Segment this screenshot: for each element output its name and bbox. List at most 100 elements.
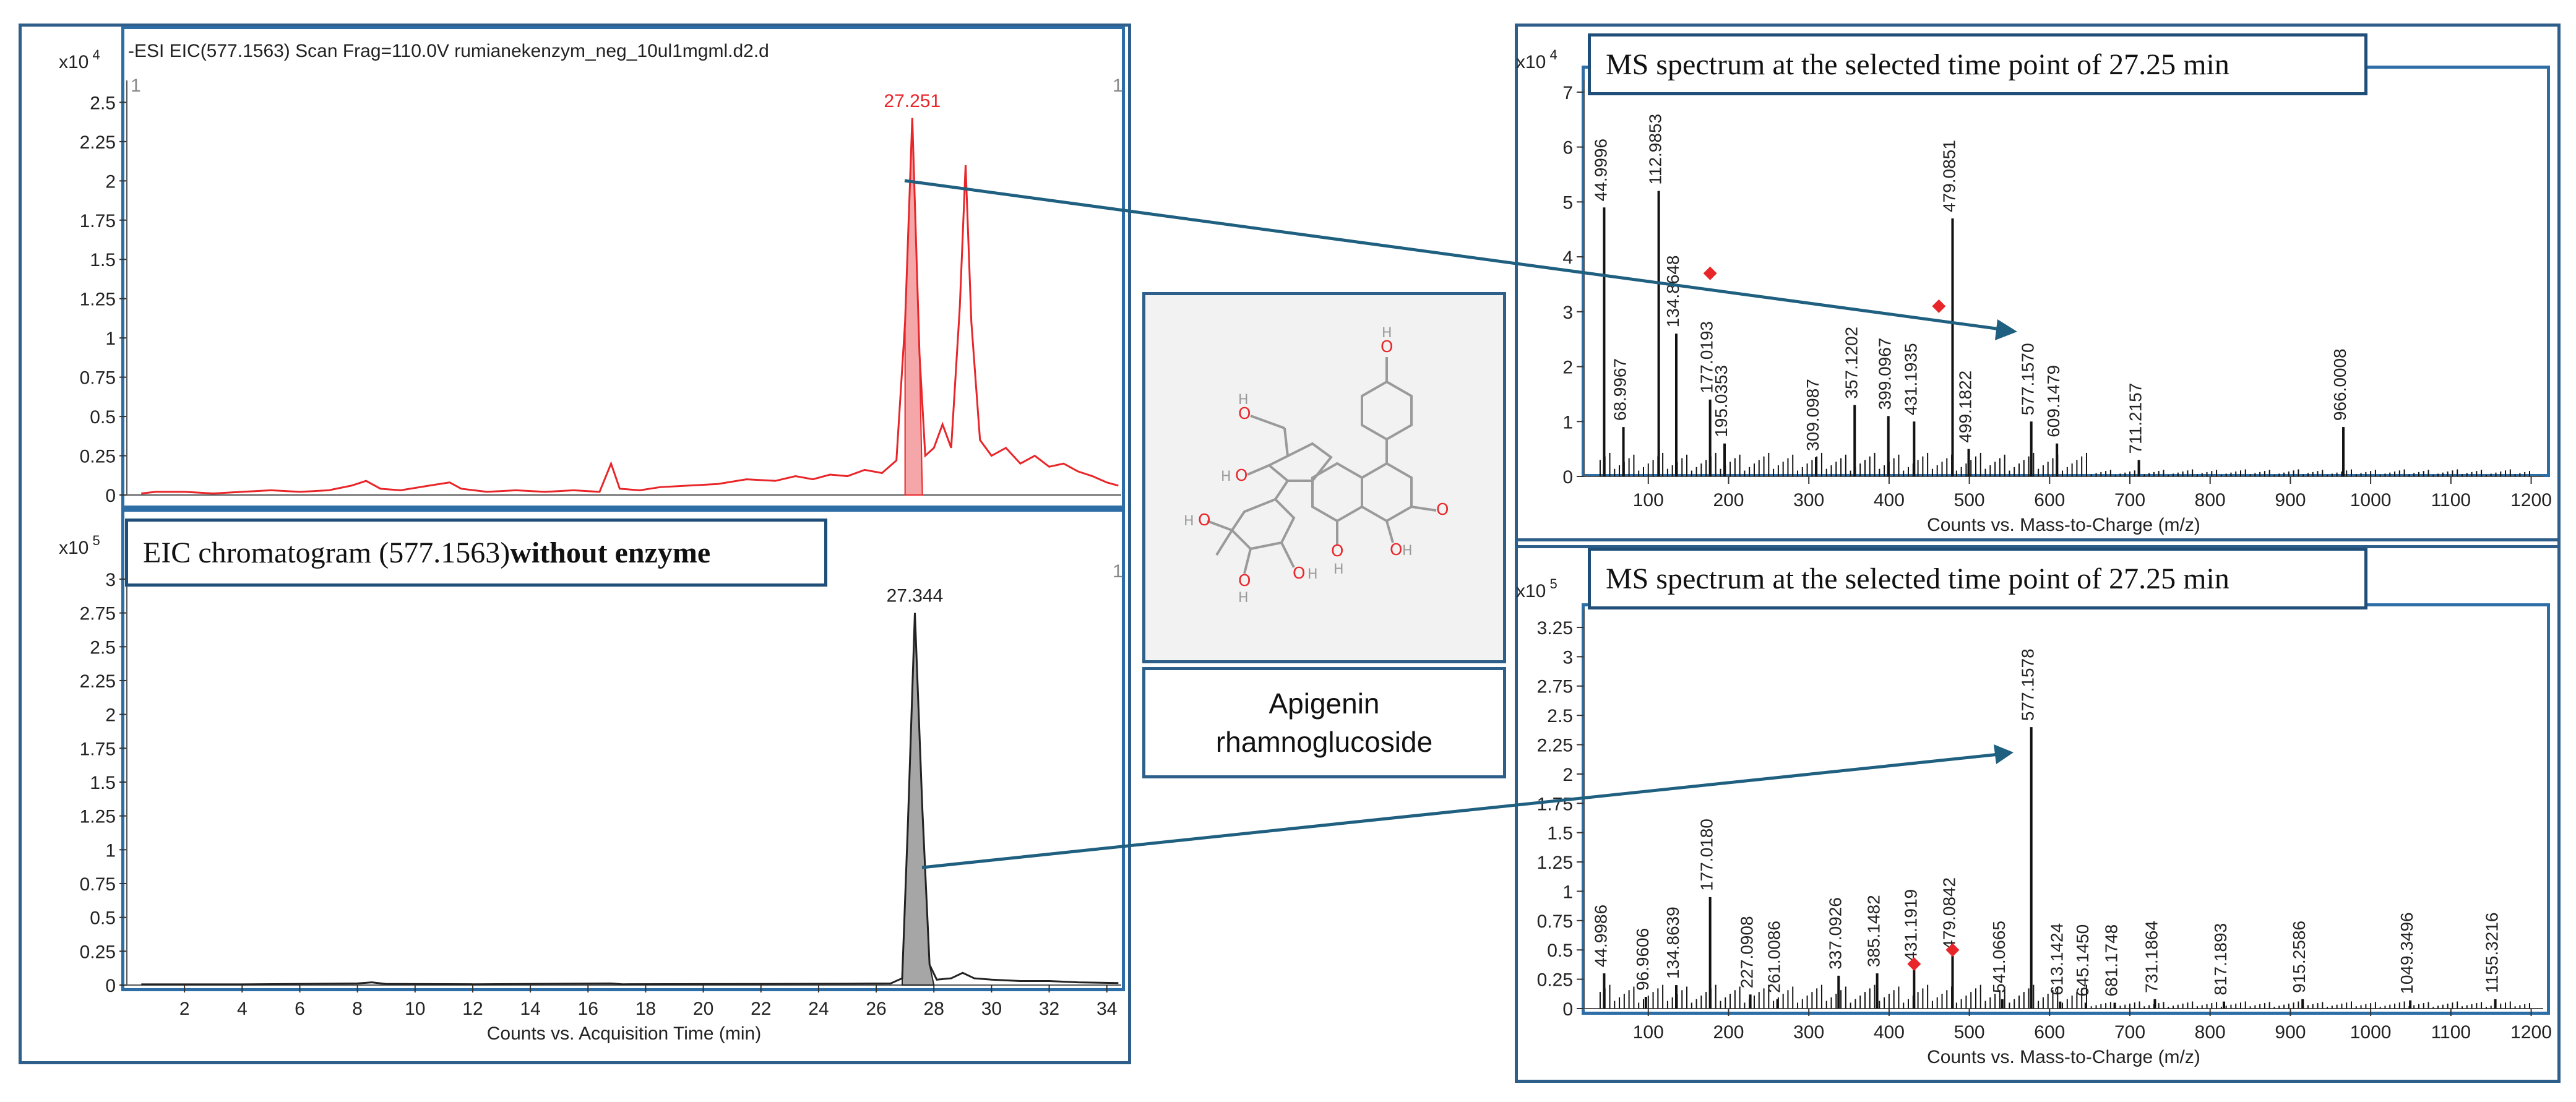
eic-control-title-bold: without enzyme bbox=[510, 536, 711, 569]
ms_with_enzyme-peak-label: 195.0353 bbox=[1712, 365, 1731, 437]
compound-name-line2: rhamnoglucoside bbox=[1215, 726, 1433, 758]
ms-enzyme-title: MS spectrum at the selected time point o… bbox=[1588, 33, 2367, 95]
svg-text:H: H bbox=[1184, 514, 1194, 529]
eic_with_enzyme-ytick-label: 0.5 bbox=[90, 407, 116, 428]
ms_without_enzyme-peak-label: 645.1450 bbox=[2073, 924, 2092, 997]
eic_with_enzyme-ytick-label: 1.25 bbox=[80, 290, 116, 310]
eic_without_enzyme-xtick-label: 26 bbox=[866, 999, 886, 1019]
eic_without_enzyme-xtick-label: 6 bbox=[295, 999, 305, 1019]
eic-control-title: EIC chromatogram (577.1563) without enzy… bbox=[125, 519, 827, 587]
ms_without_enzyme-xtick-label: 600 bbox=[2034, 1022, 2065, 1043]
ms_without_enzyme-peak-label: 479.0842 bbox=[1939, 877, 1958, 950]
ms_without_enzyme-xtick-label: 1200 bbox=[2510, 1022, 2552, 1043]
svg-text:O: O bbox=[1293, 564, 1305, 583]
eic_without_enzyme-shaded-peak bbox=[901, 613, 935, 986]
eic_with_enzyme-header: -ESI EIC(577.1563) Scan Frag=110.0V rumi… bbox=[128, 41, 769, 61]
ms_without_enzyme-peak-label: 1049.3496 bbox=[2397, 912, 2416, 994]
ms_without_enzyme-ytick-label: 0.75 bbox=[1537, 911, 1573, 932]
ms_with_enzyme-xtick-label: 400 bbox=[1874, 490, 1905, 510]
ms_with_enzyme-peak-label: 966.0008 bbox=[2330, 348, 2350, 421]
ms_with_enzyme-peak-label: 309.0987 bbox=[1803, 379, 1822, 451]
eic_without_enzyme-peak-label: 27.344 bbox=[887, 586, 944, 606]
svg-text:H: H bbox=[1333, 562, 1344, 577]
svg-text:O: O bbox=[1331, 542, 1343, 561]
ms_with_enzyme-peak-label: 68.9967 bbox=[1611, 358, 1630, 421]
eic_without_enzyme-xtick-label: 22 bbox=[751, 999, 771, 1019]
eic_without_enzyme-ytick-label: 2 bbox=[105, 705, 116, 726]
svg-text:H: H bbox=[1402, 543, 1413, 559]
ms_with_enzyme-peak-label: 499.1822 bbox=[1956, 371, 1975, 443]
ms_without_enzyme-ytick-label: 1.75 bbox=[1537, 794, 1573, 814]
compound-name-line1: Apigenin bbox=[1269, 687, 1380, 720]
ms_without_enzyme-ytick-label: 0.5 bbox=[1547, 941, 1573, 961]
ms_with_enzyme-ytick-label: 1 bbox=[1562, 412, 1573, 433]
ms_without_enzyme-x-axis-label: Counts vs. Mass-to-Charge (m/z) bbox=[1927, 1047, 2200, 1067]
ms_with_enzyme-peak-label: 399.0967 bbox=[1876, 338, 1895, 410]
ms-control-panel-frame bbox=[1515, 538, 2561, 1083]
eic_without_enzyme-xtick-label: 2 bbox=[179, 999, 190, 1019]
ms_without_enzyme-ytick-label: 2.25 bbox=[1537, 736, 1573, 756]
ms_without_enzyme-ytick-label: 1 bbox=[1562, 882, 1573, 902]
eic_without_enzyme-ytick-label: 1.25 bbox=[80, 807, 116, 827]
ms_with_enzyme-x-axis-label: Counts vs. Mass-to-Charge (m/z) bbox=[1927, 515, 2200, 535]
ms_with_enzyme-ytick-label: 4 bbox=[1562, 248, 1573, 268]
ms_with_enzyme-peak-label: 357.1202 bbox=[1842, 327, 1861, 399]
eic_without_enzyme-xtick-label: 8 bbox=[352, 999, 363, 1019]
ms_with_enzyme-peak-label: 112.9853 bbox=[1646, 114, 1665, 185]
ms_with_enzyme-peak-label: 177.0193 bbox=[1697, 321, 1717, 394]
ms_with_enzyme-xtick-label: 1200 bbox=[2510, 490, 2552, 510]
eic_with_enzyme-ytick-label: 0 bbox=[105, 486, 116, 506]
eic_without_enzyme-xtick-label: 28 bbox=[924, 999, 944, 1019]
svg-text:O: O bbox=[1238, 405, 1251, 423]
ms_without_enzyme-peak-label: 613.1424 bbox=[2047, 923, 2066, 996]
ms_without_enzyme-xtick-label: 400 bbox=[1874, 1022, 1905, 1043]
ms_without_enzyme-y-exponent-label: x10 5 bbox=[1516, 576, 1557, 601]
ms_without_enzyme-peak-label: 431.1919 bbox=[1901, 889, 1920, 962]
ms_without_enzyme-peak-label: 915.2586 bbox=[2290, 921, 2309, 993]
ms_without_enzyme-ytick-label: 3 bbox=[1562, 647, 1573, 668]
svg-text:O: O bbox=[1390, 541, 1402, 559]
ms_without_enzyme-ytick-label: 1.25 bbox=[1537, 853, 1573, 873]
ms_without_enzyme-ytick-label: 0.25 bbox=[1537, 970, 1573, 991]
ms_without_enzyme-peak-label: 337.0926 bbox=[1825, 897, 1845, 970]
ms_without_enzyme-peak-label: 577.1578 bbox=[2018, 648, 2038, 721]
ms_without_enzyme-peak-label: 177.0180 bbox=[1697, 819, 1717, 891]
arrowhead-enzyme bbox=[1995, 319, 2017, 340]
ms-enzyme-title-text: MS spectrum at the selected time point o… bbox=[1606, 48, 2229, 81]
eic_with_enzyme-ytick-label: 0.25 bbox=[80, 447, 116, 467]
svg-text:H: H bbox=[1307, 567, 1318, 582]
ms_without_enzyme-peak-label: 385.1482 bbox=[1864, 895, 1884, 967]
ms_with_enzyme-peak-label: 609.1479 bbox=[2044, 365, 2063, 437]
eic_without_enzyme-ytick-label: 1 bbox=[105, 840, 116, 861]
ms_with_enzyme-xtick-label: 1000 bbox=[2350, 490, 2392, 510]
ms_without_enzyme-precursor-marker bbox=[1945, 943, 1960, 957]
svg-text:H: H bbox=[1221, 469, 1231, 484]
eic_without_enzyme-y-exponent-label: x10 5 bbox=[59, 533, 100, 558]
ms_with_enzyme-xtick-label: 500 bbox=[1954, 490, 1985, 510]
svg-text:H: H bbox=[1382, 325, 1392, 341]
ms_without_enzyme-precursor-marker bbox=[1907, 957, 1921, 971]
ms-enzyme-panel-frame bbox=[1515, 24, 2561, 548]
eic_with_enzyme-corner-left: 1 bbox=[131, 75, 141, 96]
ms-control-title-text: MS spectrum at the selected time point o… bbox=[1606, 562, 2229, 595]
ms_without_enzyme-xtick-label: 200 bbox=[1713, 1022, 1744, 1043]
eic_with_enzyme-ytick-label: 1.75 bbox=[80, 211, 116, 231]
ms_with_enzyme-xtick-label: 800 bbox=[2195, 490, 2226, 510]
eic_without_enzyme-corner-right: 1 bbox=[1113, 561, 1123, 582]
ms_without_enzyme-peak-label: 261.0086 bbox=[1765, 921, 1784, 993]
eic_without_enzyme-trace bbox=[141, 613, 1119, 986]
eic-enzyme-frame bbox=[121, 26, 1125, 509]
svg-text:O: O bbox=[1235, 467, 1247, 485]
eic_without_enzyme-ytick-label: 2.5 bbox=[90, 637, 116, 658]
eic_with_enzyme-ytick-label: 2.5 bbox=[90, 93, 116, 113]
ms_without_enzyme-peak-label: 681.1748 bbox=[2102, 924, 2121, 997]
ms_with_enzyme-y-exponent-sup: 4 bbox=[1546, 47, 1557, 62]
eic_without_enzyme-ytick-label: 2.75 bbox=[80, 604, 116, 624]
ms_with_enzyme-peak-label: 711.2157 bbox=[2126, 383, 2145, 454]
ms_without_enzyme-peak-label: 227.0908 bbox=[1738, 916, 1757, 988]
eic_with_enzyme-ytick-label: 1 bbox=[105, 329, 116, 349]
ms_without_enzyme-peak-label: 817.1893 bbox=[2211, 923, 2230, 996]
eic_without_enzyme-xtick-label: 10 bbox=[405, 999, 425, 1019]
